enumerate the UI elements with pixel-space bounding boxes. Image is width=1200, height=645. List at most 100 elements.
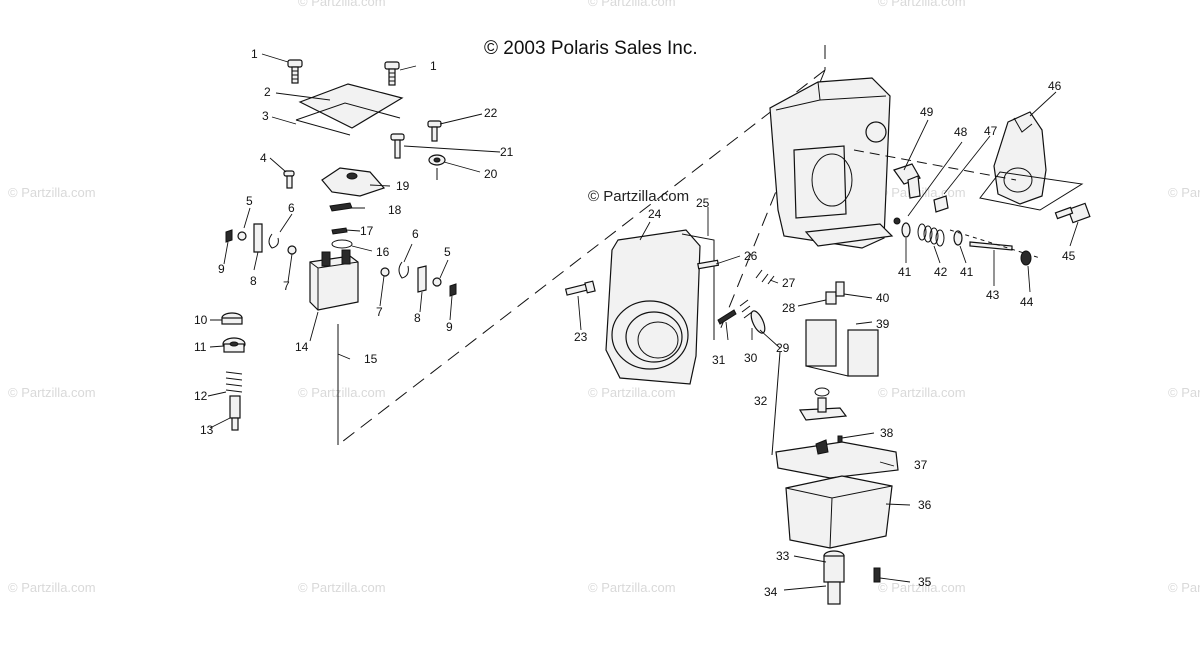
- callout-8: 8: [414, 311, 421, 325]
- callout-5: 5: [444, 245, 451, 259]
- washer-part: [287, 245, 297, 255]
- callout-42: 42: [934, 265, 948, 279]
- lever-part: [253, 223, 263, 253]
- callout-24: 24: [648, 207, 662, 221]
- callout-37: 37: [914, 458, 928, 472]
- pin-part: [449, 283, 457, 297]
- nut-part: [1020, 250, 1032, 266]
- callout-1: 1: [251, 47, 258, 61]
- callout-28: 28: [782, 301, 796, 315]
- watermark: © Partzilla.com: [878, 385, 966, 400]
- callout-12: 12: [194, 389, 208, 403]
- watermark: © Partzilla.com: [588, 580, 676, 595]
- throttle-cover: [993, 111, 1047, 205]
- callout-16: 16: [376, 245, 390, 259]
- washer-part: [901, 222, 911, 238]
- cap-part: [933, 195, 949, 213]
- callout-39: 39: [876, 317, 890, 331]
- watermark: © Partzilla.com: [588, 385, 676, 400]
- callout-40: 40: [876, 291, 890, 305]
- callout-32: 32: [754, 394, 768, 408]
- float-part: [805, 319, 879, 377]
- callout-43: 43: [986, 288, 1000, 302]
- callout-29: 29: [776, 341, 790, 355]
- dashed-separation-line: [337, 45, 826, 446]
- callout-6: 6: [412, 227, 419, 241]
- callout-30: 30: [744, 351, 758, 365]
- link-part: [329, 202, 353, 212]
- screw-part: [893, 217, 901, 225]
- screw-part: [1054, 202, 1091, 224]
- callout-49: 49: [920, 105, 934, 119]
- carburetor-body: [769, 77, 894, 249]
- spring-part: [917, 223, 945, 247]
- washer-part: [432, 277, 442, 287]
- callout-26: 26: [744, 249, 758, 263]
- callout-41: 41: [898, 265, 912, 279]
- washer-part: [237, 231, 247, 241]
- watermark: © Partzilla.com: [588, 0, 676, 9]
- washer-part: [953, 230, 963, 246]
- callout-9: 9: [446, 320, 453, 334]
- callout-9: 9: [218, 262, 225, 276]
- callout-41: 41: [960, 265, 974, 279]
- idle-spring: [225, 371, 243, 393]
- jet-part: [825, 281, 845, 305]
- callout-23: 23: [574, 330, 588, 344]
- callout-44: 44: [1020, 295, 1034, 309]
- bracket: [321, 167, 386, 197]
- callout-47: 47: [984, 124, 998, 138]
- copyright-title: © 2003 Polaris Sales Inc.: [484, 38, 698, 59]
- callout-7: 7: [283, 279, 290, 293]
- spring-part: [755, 269, 775, 285]
- idle-screw: [229, 395, 241, 431]
- cap-part: [221, 312, 243, 325]
- screw-part: [283, 170, 295, 189]
- screw-part: [697, 259, 720, 270]
- o-ring: [814, 387, 830, 397]
- callout-13: 13: [200, 423, 214, 437]
- screw-part: [390, 133, 405, 159]
- screw-part: [287, 59, 303, 84]
- watermark: © Partzilla.com: [1168, 385, 1200, 400]
- leader-line: [771, 351, 781, 456]
- spring-part: [739, 299, 753, 319]
- watermark: © Partzilla.com: [8, 580, 96, 595]
- screw-part: [427, 120, 442, 142]
- cover-plate: [298, 83, 404, 129]
- callout-21: 21: [500, 145, 514, 159]
- callout-38: 38: [880, 426, 894, 440]
- callout-48: 48: [954, 125, 968, 139]
- dashed-guide-line: [853, 149, 1017, 181]
- callout-17: 17: [360, 224, 374, 238]
- screw-part: [384, 61, 400, 86]
- callout-33: 33: [776, 549, 790, 563]
- watermark: © Partzilla.com: [878, 580, 966, 595]
- nut-part: [428, 154, 446, 180]
- float-bowl: [785, 475, 893, 549]
- float-pin: [798, 397, 848, 421]
- callout-10: 10: [194, 313, 208, 327]
- watermark-center: © Partzilla.com: [588, 188, 690, 205]
- watermark: © Partzilla.com: [8, 185, 96, 200]
- callout-8: 8: [250, 274, 257, 288]
- bowl-gasket: [775, 441, 899, 479]
- callout-25: 25: [696, 196, 710, 210]
- intake-flange: [605, 229, 701, 385]
- throttle-valve-block: [309, 249, 359, 311]
- callout-34: 34: [764, 585, 778, 599]
- callout-5: 5: [246, 194, 253, 208]
- lever-part: [417, 265, 427, 293]
- callout-46: 46: [1048, 79, 1062, 93]
- watermark: © Partzilla.com: [878, 0, 966, 9]
- screw-part: [873, 567, 881, 583]
- callout-19: 19: [396, 179, 410, 193]
- callout-35: 35: [918, 575, 932, 589]
- callout-18: 18: [388, 203, 402, 217]
- callout-36: 36: [918, 498, 932, 512]
- callout-45: 45: [1062, 249, 1076, 263]
- washer-part: [750, 310, 766, 334]
- callout-2: 2: [264, 85, 271, 99]
